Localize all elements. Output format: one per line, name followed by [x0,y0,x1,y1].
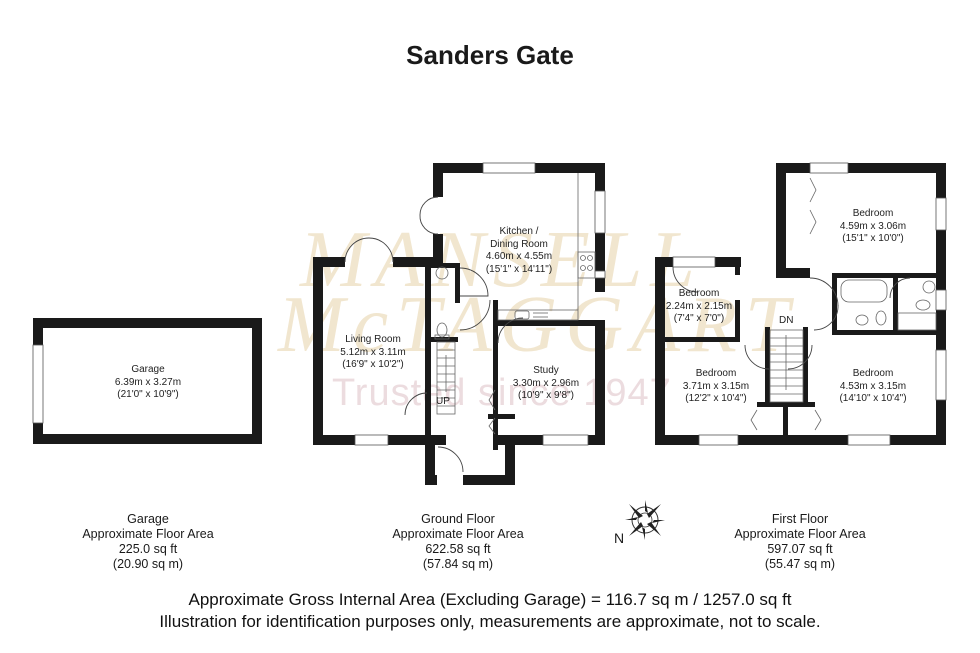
room-label-bedroom-right: Bedroom 4.53m x 3.15m (14'10" x 10'4") [839,368,907,404]
disclaimer-note: Illustration for identification purposes… [159,612,821,631]
page-title: Sanders Gate [406,40,574,70]
stairs-up-label: UP [436,396,450,407]
compass-icon [625,500,665,540]
floor-summary-garage: Garage Approximate Floor Area 225.0 sq f… [82,512,214,571]
stairs-down-label: DN [779,315,794,326]
compass-north-label: N [614,530,625,546]
room-label-bedroom-small: Bedroom 2.24m x 2.15m (7'4" x 7'0") [665,288,733,324]
room-label-study: Study 3.30m x 2.96m (10'9" x 9'8") [512,365,580,401]
room-label-garage: Garage 6.39m x 3.27m (21'0" x 10'9") [114,364,182,400]
doors [344,196,911,473]
windows [32,162,947,446]
floor-summary-first: First Floor Approximate Floor Area 597.0… [734,512,866,571]
gross-area-note: Approximate Gross Internal Area (Excludi… [188,590,792,609]
room-label-bedroom-large: Bedroom 4.59m x 3.06m (15'1" x 10'0") [839,208,907,244]
floor-summary-ground: Ground Floor Approximate Floor Area 622.… [392,512,524,571]
room-label-living-room: Living Room 5.12m x 3.11m (16'9" x 10'2"… [340,334,406,370]
walls [33,163,946,485]
ground-floor-walls [313,163,605,485]
room-label-kitchen: Kitchen / Dining Room 4.60m x 4.55m (15'… [485,226,553,275]
fixtures [434,173,937,435]
room-label-bedroom-left: Bedroom 3.71m x 3.15m (12'2" x 10'4") [682,368,750,404]
